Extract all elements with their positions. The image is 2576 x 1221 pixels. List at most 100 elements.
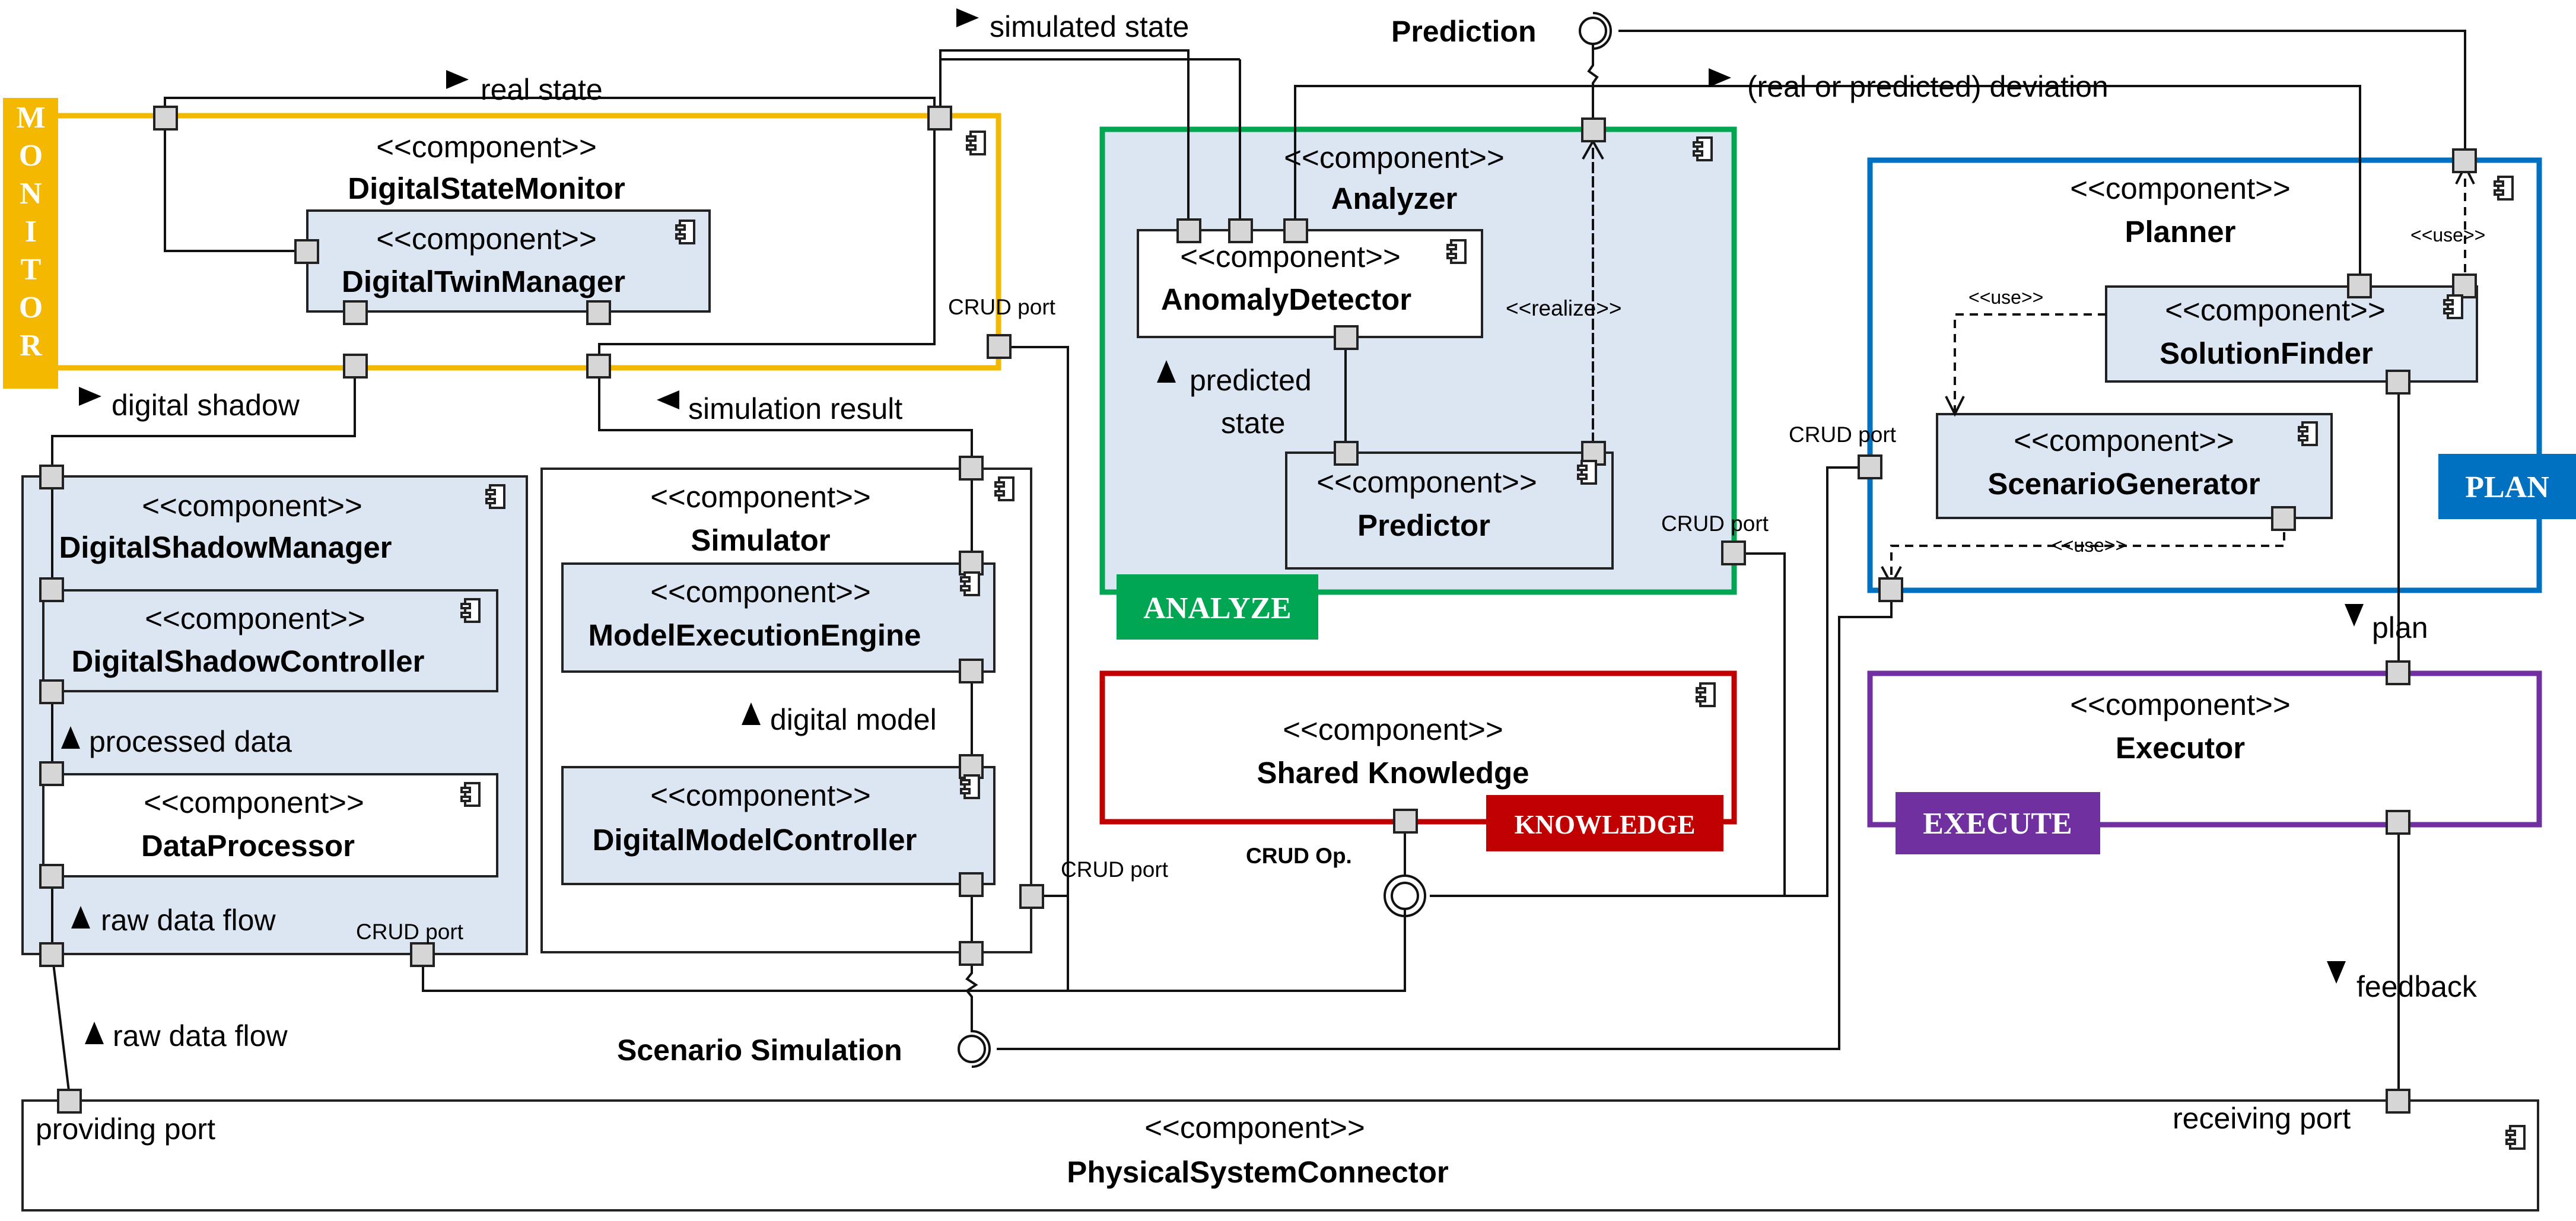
port[interactable] bbox=[959, 659, 984, 683]
simulation-result-connector bbox=[598, 368, 973, 469]
crud-port-label-planner: CRUD port bbox=[1789, 422, 1897, 447]
port[interactable] bbox=[959, 872, 984, 897]
port[interactable] bbox=[586, 354, 611, 379]
component-icons bbox=[460, 131, 2526, 1150]
flow-labels: real state simulated state (real or pred… bbox=[61, 8, 2478, 1053]
port[interactable] bbox=[987, 334, 1012, 359]
port[interactable] bbox=[343, 354, 368, 379]
shared-knowledge-name: Shared Knowledge bbox=[1257, 756, 1529, 790]
port[interactable] bbox=[1721, 540, 1746, 565]
digital-model-controller-name: DigitalModelController bbox=[593, 823, 917, 857]
port[interactable] bbox=[39, 864, 64, 889]
port[interactable] bbox=[1228, 218, 1253, 243]
model-execution-engine-name: ModelExecutionEngine bbox=[588, 618, 921, 652]
port[interactable] bbox=[2347, 274, 2372, 298]
port[interactable] bbox=[959, 456, 984, 481]
port[interactable] bbox=[39, 942, 64, 967]
digital-shadow-connector bbox=[51, 368, 356, 476]
port[interactable] bbox=[2452, 148, 2477, 173]
predictor-box bbox=[1285, 451, 1614, 570]
physical-system-connector-stereotype: <<component>> bbox=[1144, 1111, 1365, 1144]
component-icon bbox=[1693, 136, 1713, 161]
port[interactable] bbox=[294, 239, 319, 264]
port[interactable] bbox=[2386, 660, 2410, 685]
knowledge-region bbox=[1099, 670, 1737, 825]
port[interactable] bbox=[1019, 884, 1044, 909]
port[interactable] bbox=[39, 679, 64, 704]
crud-op-interface-symbol bbox=[1384, 875, 1426, 917]
anomaly-detector-box bbox=[1137, 229, 1483, 338]
port[interactable] bbox=[1334, 325, 1359, 350]
crud-dsm-connector bbox=[422, 896, 1406, 992]
execute-tag: EXECUTE bbox=[1896, 792, 2100, 854]
use-label-bottom: <<use>> bbox=[2052, 535, 2126, 556]
port[interactable] bbox=[927, 106, 952, 131]
port[interactable] bbox=[1393, 809, 1418, 834]
port[interactable] bbox=[586, 300, 611, 325]
port[interactable] bbox=[343, 300, 368, 325]
raw-data-flow-inner-label: raw data flow bbox=[101, 904, 276, 937]
raw-data-flow-outer-connector bbox=[51, 953, 71, 1101]
scenario-generator-stereotype: <<component>> bbox=[2014, 424, 2234, 457]
port[interactable] bbox=[2386, 1089, 2410, 1114]
crud-port-label-analyzer: CRUD port bbox=[1661, 511, 1769, 536]
predicted-state-label-1: predicted bbox=[1190, 364, 1312, 397]
port[interactable] bbox=[2452, 274, 2477, 298]
digital-shadow-manager-name: DigitalShadowManager bbox=[59, 530, 392, 564]
port[interactable] bbox=[2271, 506, 2296, 531]
planner-name: Planner bbox=[2125, 215, 2235, 249]
data-processor-stereotype: <<component>> bbox=[144, 786, 364, 819]
plan-arrow-icon bbox=[2345, 604, 2364, 627]
component-icon bbox=[994, 476, 1015, 501]
use-arrowhead-generator bbox=[1945, 396, 1965, 417]
analyze-tag: ANALYZE bbox=[1117, 574, 1318, 640]
port[interactable] bbox=[959, 551, 984, 575]
model-execution-engine-stereotype: <<component>> bbox=[650, 575, 870, 609]
analyze-tag-label: ANALYZE bbox=[1143, 592, 1292, 625]
port[interactable] bbox=[1334, 441, 1359, 466]
port[interactable] bbox=[39, 465, 64, 489]
component-icon bbox=[675, 220, 695, 244]
realize-label: <<realize>> bbox=[1506, 296, 1621, 320]
port[interactable] bbox=[410, 942, 435, 967]
receiving-port-label: receiving port bbox=[2173, 1102, 2351, 1135]
port[interactable] bbox=[39, 577, 64, 602]
feedback-label: feedback bbox=[2356, 970, 2478, 1003]
port[interactable] bbox=[959, 941, 984, 966]
port[interactable] bbox=[57, 1089, 82, 1114]
port[interactable] bbox=[2386, 810, 2410, 835]
port[interactable] bbox=[1858, 454, 1882, 479]
processed-data-arrow-icon bbox=[61, 726, 80, 749]
use-label-top: <<use>> bbox=[2410, 224, 2485, 246]
component-icon bbox=[1577, 460, 1597, 485]
shared-knowledge-stereotype: <<component>> bbox=[1283, 713, 1503, 746]
port[interactable] bbox=[1283, 218, 1308, 243]
prediction-port-stem bbox=[1587, 44, 1599, 122]
plan-tag: PLAN bbox=[2438, 454, 2576, 519]
port[interactable] bbox=[1176, 218, 1201, 243]
crud-op-interface-label: CRUD Op. bbox=[1246, 844, 1352, 868]
port[interactable] bbox=[153, 106, 178, 131]
port[interactable] bbox=[1581, 117, 1606, 142]
port[interactable] bbox=[2386, 370, 2410, 395]
plan-tag-label: PLAN bbox=[2465, 470, 2549, 504]
port[interactable] bbox=[1878, 577, 1903, 602]
solution-finder-box bbox=[2105, 285, 2478, 383]
port[interactable] bbox=[39, 761, 64, 786]
digital-shadow-controller-box bbox=[42, 589, 498, 692]
prediction-interface-label: Prediction bbox=[1391, 15, 1536, 48]
plan-label: plan bbox=[2372, 611, 2428, 644]
simulation-result-arrow-icon bbox=[657, 390, 679, 409]
predicted-state-label-2: state bbox=[1221, 406, 1285, 440]
crud-port-label-dsm: CRUD port bbox=[356, 920, 464, 944]
processed-data-label: processed data bbox=[89, 725, 292, 758]
component-icon bbox=[960, 774, 980, 799]
crud-simulator-connector bbox=[1031, 895, 1069, 991]
port[interactable] bbox=[959, 754, 984, 779]
component-icon bbox=[2494, 176, 2514, 201]
component-icon bbox=[460, 598, 481, 623]
execute-tag-label: EXECUTE bbox=[1923, 807, 2072, 841]
crud-monitor-connector bbox=[1000, 346, 1069, 991]
anomaly-detector-stereotype: <<component>> bbox=[1180, 240, 1400, 274]
